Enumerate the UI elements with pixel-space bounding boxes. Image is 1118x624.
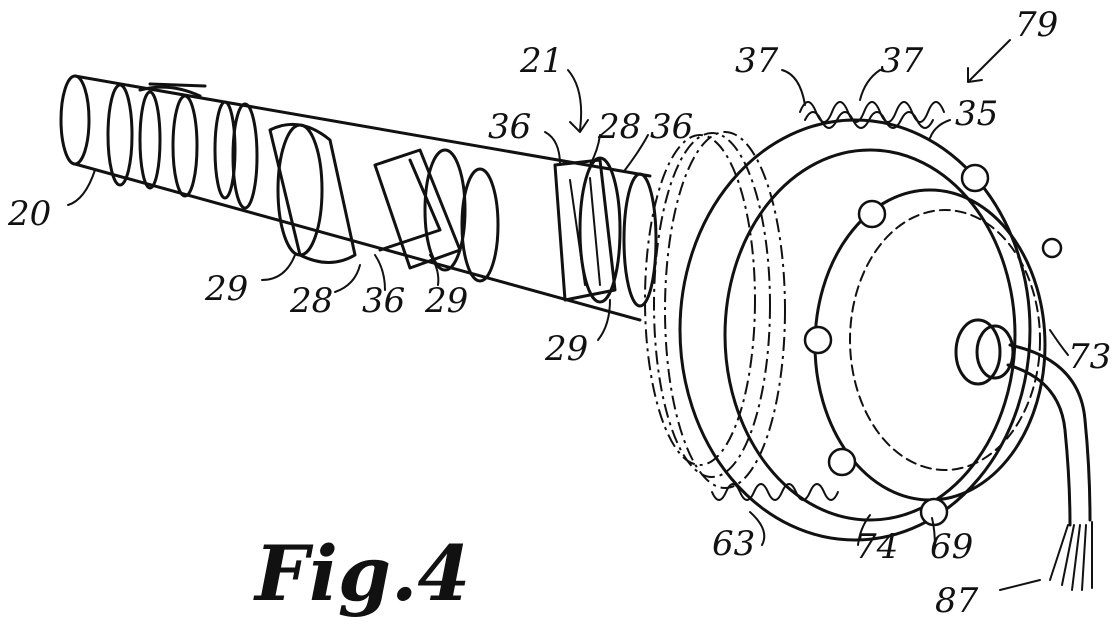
- label-29b: 29: [424, 281, 468, 321]
- cable: [1008, 343, 1092, 522]
- label-36b: 36: [650, 107, 693, 147]
- winding-bottom: [711, 483, 839, 501]
- bolt-heads: [803, 163, 1063, 527]
- label-36a: 36: [488, 107, 531, 147]
- label-35: 35: [955, 94, 998, 134]
- label-73: 73: [1068, 337, 1111, 377]
- label-37a: 37: [735, 41, 779, 81]
- label-63: 63: [712, 524, 755, 564]
- label-28a: 28: [597, 107, 641, 147]
- figure-caption: Fig.4: [253, 529, 470, 618]
- label-37b: 37: [880, 41, 924, 81]
- leader-lines: [67, 39, 1069, 591]
- winding-top: [799, 101, 945, 123]
- reference-numerals: 20 21 36 28 36 29 28 36 29 29 37 37 35 7…: [7, 5, 1111, 621]
- label-28b: 28: [289, 281, 333, 321]
- label-29c: 29: [544, 329, 588, 369]
- label-79: 79: [1015, 5, 1058, 45]
- label-87: 87: [935, 581, 979, 621]
- label-29a: 29: [204, 269, 248, 309]
- camshaft: [59, 74, 658, 322]
- rotor-housing: [644, 101, 1093, 591]
- label-21: 21: [519, 41, 563, 81]
- label-20: 20: [7, 194, 51, 234]
- label-74: 74: [855, 527, 898, 567]
- label-36c: 36: [362, 281, 405, 321]
- label-69: 69: [930, 527, 973, 567]
